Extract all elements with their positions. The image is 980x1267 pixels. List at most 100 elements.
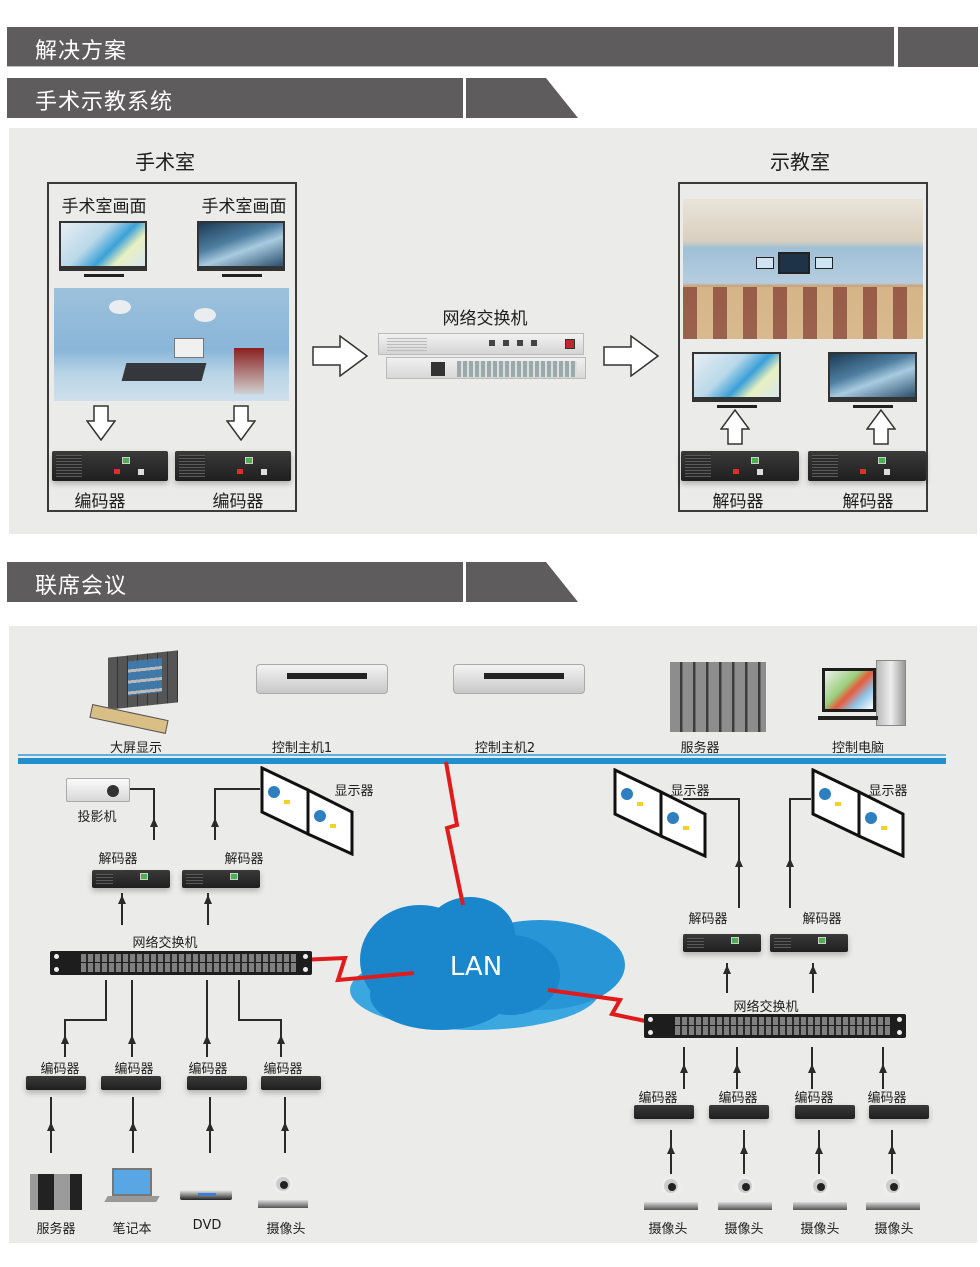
right-encoder-label-4: 编码器 <box>867 1091 907 1106</box>
right-switch-label: 网络交换机 <box>733 1000 799 1015</box>
control-host-2-icon <box>453 664 585 694</box>
pc-tower <box>876 660 906 726</box>
classroom-monitor-1-stand <box>717 405 757 408</box>
wire <box>738 798 740 908</box>
top-device-label-control-host-2: 控制主机2 <box>474 741 536 756</box>
arrowhead <box>723 965 731 974</box>
arrowhead <box>879 1064 887 1073</box>
arrowhead <box>735 858 743 867</box>
arrowhead <box>667 1145 675 1154</box>
solutions-header-tail <box>898 27 978 67</box>
surgery-teaching-title: 手术示教系统 <box>35 90 174 115</box>
control-host-1-icon <box>256 664 388 694</box>
operating-table <box>121 363 207 381</box>
operating-room-image <box>54 288 289 401</box>
classroom-side-screen-1 <box>756 257 774 269</box>
wire <box>105 980 107 1020</box>
wire <box>130 788 154 790</box>
joint-meeting-header: 联席会议 <box>7 562 463 602</box>
wire <box>238 1019 281 1021</box>
left-decoder-2 <box>182 870 260 888</box>
or-encoder-label-1: 编码器 <box>74 492 126 512</box>
or-screen-label-1: 手术室画面 <box>61 197 147 217</box>
or-monitor-1 <box>59 221 147 271</box>
arrowhead <box>680 1064 688 1073</box>
or-wall-screen <box>174 338 204 358</box>
right-arrow-icon <box>312 335 368 377</box>
wire <box>726 963 728 993</box>
camera-icon <box>718 1176 772 1212</box>
arrowhead <box>815 1145 823 1154</box>
right-decoder-label-1: 解码器 <box>688 912 728 927</box>
arrowhead <box>808 1064 816 1073</box>
surgical-lamp-1 <box>109 300 131 314</box>
right-arrow-icon <box>603 335 659 377</box>
right-encoder-1 <box>634 1105 694 1119</box>
right-source-label-2: 摄像头 <box>724 1222 764 1237</box>
wire <box>214 788 260 790</box>
network-switch-device <box>386 357 586 379</box>
control-host-device <box>378 333 584 355</box>
or-encoder-2 <box>175 451 291 481</box>
left-display-label: 显示器 <box>334 784 374 799</box>
right-decoder-label-2: 解码器 <box>802 912 842 927</box>
arrowhead <box>740 1145 748 1154</box>
projector-icon <box>66 778 130 802</box>
wire <box>206 980 208 1057</box>
top-device-label-control-pc: 控制电脑 <box>831 741 884 756</box>
laptop-base <box>104 1196 160 1202</box>
or-encoder-label-2: 编码器 <box>212 492 264 512</box>
classroom-seats <box>683 287 923 339</box>
wire <box>153 788 155 840</box>
arrowhead <box>47 1122 55 1131</box>
laptop-icon <box>112 1168 152 1196</box>
left-source-label-1: 服务器 <box>36 1222 76 1237</box>
arrowhead <box>281 1122 289 1131</box>
joint-meeting-header-tail <box>466 562 578 602</box>
wire <box>64 1019 107 1021</box>
wire <box>683 798 739 800</box>
right-encoder-label-1: 编码器 <box>638 1091 678 1106</box>
left-encoder-4 <box>261 1076 321 1090</box>
arrowhead <box>150 818 158 827</box>
arrowhead <box>277 1035 285 1044</box>
joint-meeting-title: 联席会议 <box>35 574 128 599</box>
wire <box>121 893 123 925</box>
classroom-title: 示教室 <box>770 150 830 174</box>
network-bus-thin <box>18 754 946 756</box>
right-encoder-label-3: 编码器 <box>794 1091 834 1106</box>
arrowhead <box>888 1145 896 1154</box>
left-encoder-label-3: 编码器 <box>188 1062 228 1077</box>
wire <box>131 980 133 1057</box>
right-encoder-2 <box>709 1105 769 1119</box>
right-source-label-1: 摄像头 <box>648 1222 688 1237</box>
wire <box>812 963 814 993</box>
camera-icon <box>258 1174 308 1210</box>
right-display-wall-icon-2 <box>811 768 905 858</box>
left-encoder-label-2: 编码器 <box>114 1062 154 1077</box>
arrowhead <box>129 1122 137 1131</box>
server-icon <box>30 1174 82 1210</box>
arrowhead <box>809 965 817 974</box>
down-arrow-icon <box>226 405 256 441</box>
or-monitor-2 <box>197 221 285 271</box>
arrowhead <box>206 1122 214 1131</box>
desktop-computer-icon <box>822 668 876 712</box>
left-switch-label: 网络交换机 <box>132 936 198 951</box>
arrowhead <box>203 1035 211 1044</box>
classroom-main-screen <box>778 252 810 274</box>
right-decoder-1 <box>683 934 761 952</box>
display-wall-icon <box>260 766 354 856</box>
arrowhead <box>786 858 794 867</box>
network-switch-label: 网络交换机 <box>442 309 528 329</box>
left-encoder-label-1: 编码器 <box>40 1062 80 1077</box>
solutions-title: 解决方案 <box>35 39 128 64</box>
right-source-label-3: 摄像头 <box>800 1222 840 1237</box>
left-network-switch <box>50 951 312 975</box>
right-network-switch <box>644 1014 906 1038</box>
arrowhead <box>204 895 212 904</box>
classroom-decoder-label-1: 解码器 <box>712 492 764 512</box>
arrowhead <box>211 818 219 827</box>
top-device-label-server: 服务器 <box>680 741 720 756</box>
classroom-decoder-1 <box>681 451 799 481</box>
